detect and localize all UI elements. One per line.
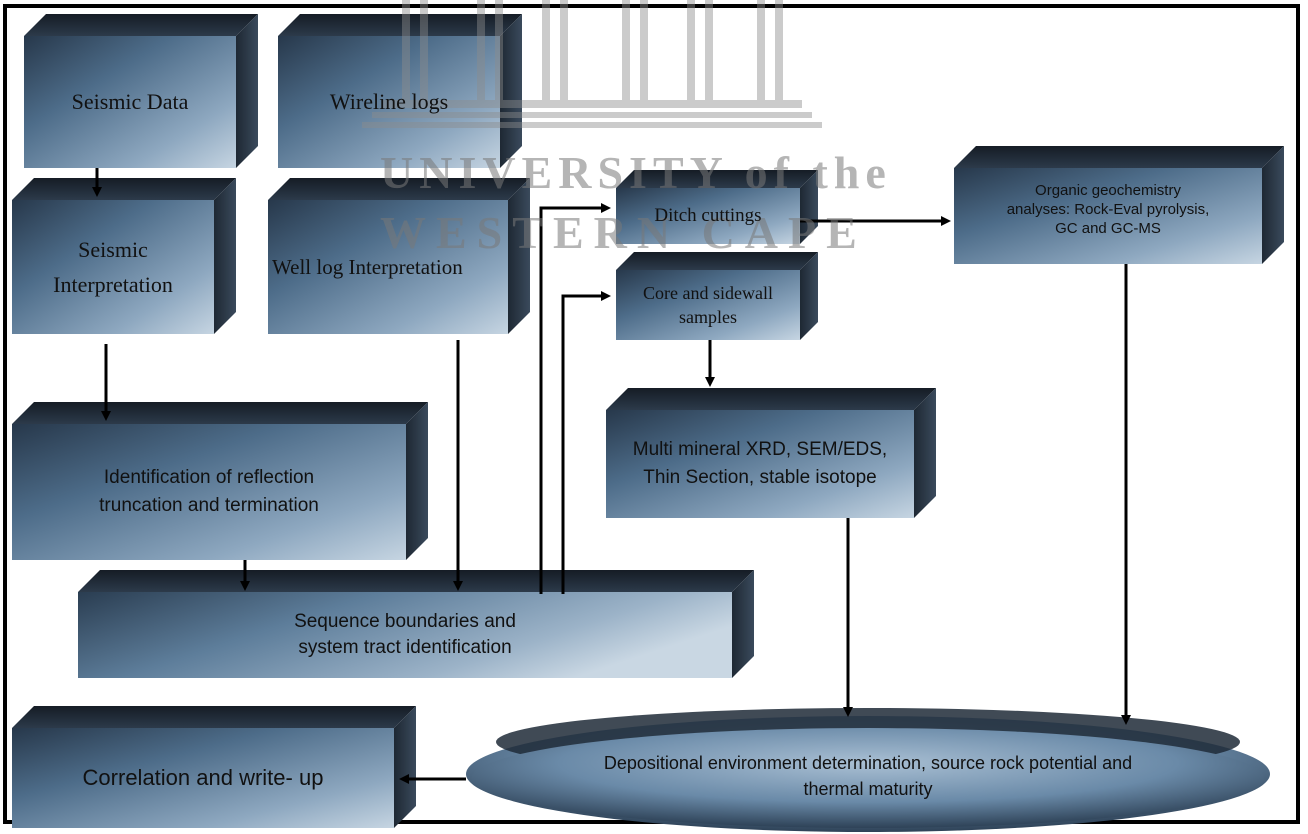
correlation-box: [12, 706, 416, 828]
reflection-identification-box: [12, 402, 428, 560]
core-sidewall-label: Core and sidewall samples: [643, 282, 773, 328]
seismic-interpretation-box: [12, 178, 236, 334]
seismic-data-box: [24, 14, 258, 168]
connector-arrows: [92, 168, 1131, 784]
seismic-data-label: Seismic Data: [71, 89, 189, 115]
ditch-cuttings-label: Ditch cuttings: [654, 205, 762, 227]
well-log-interpretation-label: Well log Interpretation: [272, 254, 463, 279]
depositional-ellipse: [466, 708, 1270, 832]
arrow-sequence-to-core: [561, 291, 611, 594]
wireline-logs-box: [278, 14, 522, 168]
core-sidewall-box: [616, 252, 818, 340]
depositional-label: Depositional environment determination, …: [603, 753, 1133, 799]
multi-mineral-box: [606, 388, 936, 518]
organic-geochemistry-label: Organic geochemistry analyses: Rock-Eval…: [1006, 182, 1210, 237]
multi-mineral-label: Multi mineral XRD, SEM/EDS, Thin Section…: [632, 439, 888, 488]
correlation-label: Correlation and write- up: [82, 765, 324, 791]
well-log-interpretation-box: [268, 178, 530, 334]
organic-geochemistry-box: [954, 146, 1284, 264]
seismic-interpretation-label: Seismic Interpretation: [53, 236, 173, 298]
sequence-boundaries-label: Sequence boundaries and system tract ide…: [294, 611, 516, 658]
reflection-identification-label: Identification of reflection truncation …: [99, 467, 319, 516]
wireline-logs-label: Wireline logs: [329, 89, 449, 115]
arrow-sequence-to-ditch: [539, 203, 611, 594]
ditch-cuttings-box: [616, 170, 818, 244]
